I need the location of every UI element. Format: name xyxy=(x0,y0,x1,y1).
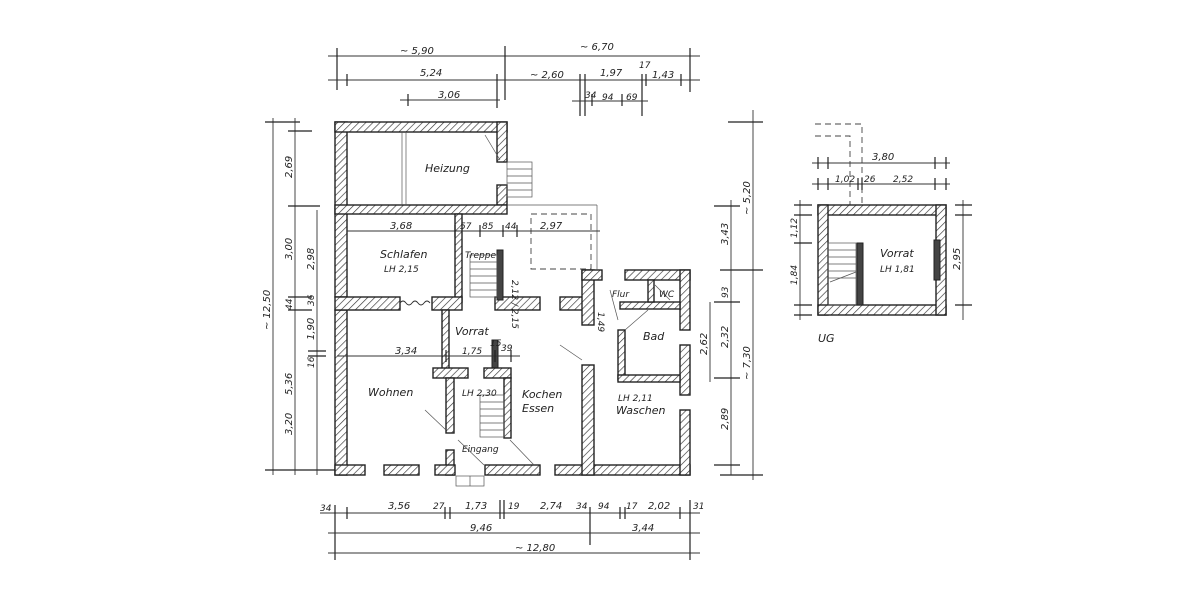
ground-floor-walls xyxy=(334,121,691,476)
dim-1-90: 1,90 xyxy=(306,318,317,340)
dim-39: 39 xyxy=(501,344,513,354)
dim-3-06: 3,06 xyxy=(438,90,460,101)
dim-b-9-46: 9,46 xyxy=(470,523,492,534)
dim-3-00: 3,00 xyxy=(284,238,295,260)
dim-b-34-b: 34 xyxy=(576,502,588,512)
dim-5-20: ~ 5,20 xyxy=(742,181,753,215)
dim-b-2-74: 2,74 xyxy=(540,501,562,512)
room-treppe: Treppe xyxy=(465,251,496,261)
dim-top-total-left: ~ 5,90 xyxy=(400,46,434,57)
dim-1-97: 1,97 xyxy=(600,68,623,79)
dim-3-20: 3,20 xyxy=(284,413,295,435)
room-labels: Heizung Schlafen LH 2,15 Treppe Vorrat W… xyxy=(368,162,675,455)
dim-b-2-02: 2,02 xyxy=(648,501,670,512)
dim-44-b: 44 xyxy=(505,222,517,232)
room-wohnen: Wohnen xyxy=(368,386,413,399)
dim-top-total-right: ~ 6,70 xyxy=(580,42,614,53)
dim-b-27: 27 xyxy=(433,502,445,512)
dim-17: 17 xyxy=(639,61,651,71)
room-essen: Essen xyxy=(522,402,554,415)
dim-93: 93 xyxy=(721,286,731,298)
dim-2-62: 2,62 xyxy=(699,333,710,355)
basement-plan: 3,80 1,02 26 2,52 Vorrat LH 1,81 1,12 xyxy=(790,123,972,345)
ug-dim-2-52: 2,52 xyxy=(893,175,913,185)
ug-label: UG xyxy=(818,332,835,345)
stair-lh: LH 2,30 xyxy=(462,389,497,399)
ug-dim-26: 26 xyxy=(864,175,876,185)
interior-dimensions: 3,68 57 85 44 2,97 2,12 / 2,15 3,34 1,75… xyxy=(337,221,605,362)
dim-1-49: 1,49 xyxy=(595,312,605,332)
dim-16: 16 xyxy=(307,356,317,368)
dim-15: 15 xyxy=(490,339,502,349)
dim-57: 57 xyxy=(460,222,472,232)
dim-b-34: 34 xyxy=(320,504,332,514)
bottom-dimensions: 34 3,56 27 1,73 19 2,74 34 94 17 2,02 31… xyxy=(320,500,704,560)
room-flur: Flur xyxy=(612,290,630,300)
dim-2-89: 2,89 xyxy=(720,408,731,430)
dim-44: 44 xyxy=(285,298,295,310)
dim-1-43: 1,43 xyxy=(652,70,674,81)
ug-dim-1-84: 1,84 xyxy=(790,265,800,285)
room-heizung: Heizung xyxy=(425,162,470,175)
room-kochen: Kochen xyxy=(522,388,562,401)
dim-12-50: ~ 12,50 xyxy=(262,290,273,330)
ug-dim-2-95: 2,95 xyxy=(952,248,963,270)
top-dimensions: ~ 5,90 ~ 6,70 5,24 ~ 2,60 1,97 17 1,43 3… xyxy=(328,42,700,116)
dim-3-34: 3,34 xyxy=(395,346,417,357)
dim-b-19: 19 xyxy=(508,502,520,512)
dim-5-24: 5,24 xyxy=(420,68,442,79)
dim-69: 69 xyxy=(626,93,638,103)
dim-7-30: ~ 7,30 xyxy=(742,346,753,380)
ug-dim-3-80: 3,80 xyxy=(872,152,894,163)
room-vorrat: Vorrat xyxy=(455,325,489,338)
dim-3-68: 3,68 xyxy=(390,221,412,232)
room-schlafen-lh: LH 2,15 xyxy=(384,265,419,275)
room-schlafen: Schlafen xyxy=(380,248,427,261)
ug-dim-1-02: 1,02 xyxy=(835,175,855,185)
left-dimensions: ~ 12,50 2,69 3,00 44 5,36 3,20 2,98 36 1… xyxy=(262,118,335,475)
dim-2-97: 2,97 xyxy=(540,221,563,232)
ug-room-vorrat-lh: LH 1,81 xyxy=(880,265,915,275)
dim-34: 34 xyxy=(585,91,597,101)
dim-36: 36 xyxy=(307,294,317,306)
dim-b-12-80: ~ 12,80 xyxy=(515,543,555,554)
dim-1-75: 1,75 xyxy=(462,347,482,357)
dim-2-60: ~ 2,60 xyxy=(530,70,564,81)
right-dimensions: ~ 5,20 ~ 7,30 3,43 93 2,32 2,89 2,62 xyxy=(699,110,763,480)
dim-b-17: 17 xyxy=(626,502,638,512)
dim-b-1-73: 1,73 xyxy=(465,501,487,512)
stairs-and-doors xyxy=(399,134,671,487)
dim-b-31: 31 xyxy=(693,502,704,512)
room-eingang: Eingang xyxy=(462,445,499,455)
dim-2-69: 2,69 xyxy=(284,156,295,178)
room-waschen-lh: LH 2,11 xyxy=(618,394,653,404)
ug-room-vorrat: Vorrat xyxy=(880,247,914,260)
vertical-note: 2,12 / 2,15 xyxy=(509,280,519,329)
room-waschen: Waschen xyxy=(616,404,666,417)
dim-b-3-56: 3,56 xyxy=(388,501,410,512)
room-bad: Bad xyxy=(643,330,665,343)
dim-b-94: 94 xyxy=(598,502,610,512)
ug-dim-1-12: 1,12 xyxy=(790,218,800,238)
room-wc: WC xyxy=(659,290,675,300)
dim-3-43: 3,43 xyxy=(720,223,731,245)
dim-5-36: 5,36 xyxy=(284,373,295,395)
dim-2-98: 2,98 xyxy=(306,248,317,270)
dim-85: 85 xyxy=(482,222,494,232)
dim-b-3-44: 3,44 xyxy=(632,523,654,534)
dim-94: 94 xyxy=(602,93,614,103)
dim-2-32: 2,32 xyxy=(720,326,731,348)
